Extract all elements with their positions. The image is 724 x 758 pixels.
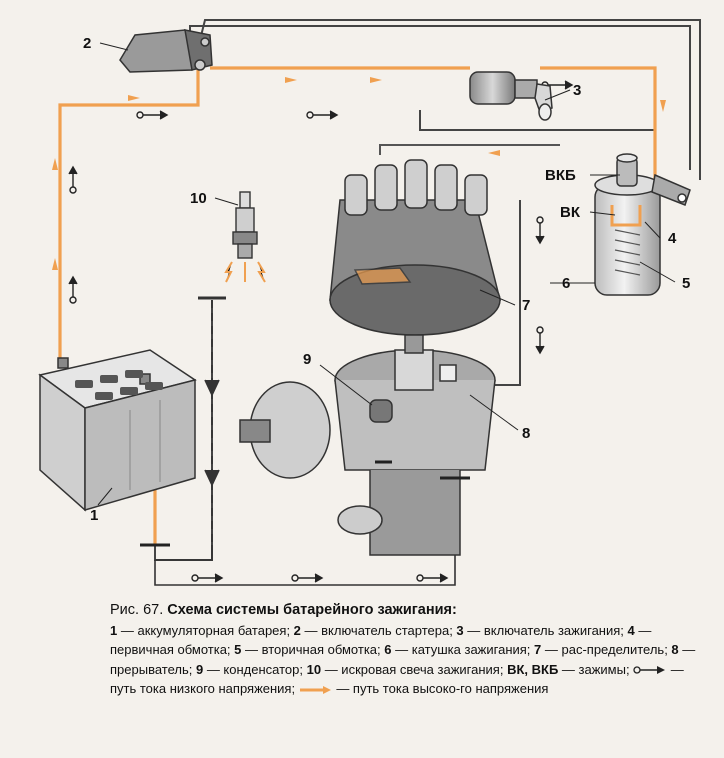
callout-3: 3 (573, 82, 581, 99)
distributor-cap (329, 159, 501, 336)
legend-item: — зажимы; (558, 661, 634, 677)
high-voltage-legend-icon (299, 685, 331, 694)
legend-item: — включатель стартера; (300, 622, 457, 638)
low-voltage-legend-icon (633, 666, 666, 675)
legend-item: — прерыватель; (110, 642, 696, 677)
starter-switch (119, 29, 213, 73)
spark-plug (224, 191, 266, 283)
legend-num: 4 (627, 622, 635, 638)
current-direction-arrows (52, 77, 666, 270)
callout-1: 1 (90, 507, 98, 524)
legend-item: — искровая свеча зажигания; (321, 661, 504, 677)
battery (38, 349, 197, 512)
callout-5: 5 (682, 275, 690, 292)
legend-item: — включатель зажигания; (463, 622, 624, 638)
figure-caption: Рис. 67. Схема системы батарейного зажиг… (110, 601, 710, 699)
legend-num: 9 (195, 661, 204, 677)
ground-symbols (140, 460, 470, 547)
caption-title: Рис. 67. Схема системы батарейного зажиг… (110, 601, 710, 621)
callout-10: 10 (190, 190, 207, 207)
callout-8: 8 (522, 425, 530, 442)
legend-num: 1 (110, 622, 118, 638)
legend-item: — вторичная обмотка; (241, 642, 385, 657)
distributor-body (239, 334, 496, 556)
low-voltage-arrows (68, 80, 574, 583)
callout-2: 2 (83, 35, 91, 52)
callout-6: 6 (562, 275, 570, 292)
callout-vk: ВК (560, 204, 581, 221)
callout-4: 4 (668, 230, 677, 247)
legend-item: — путь тока низкого напряжения; (110, 661, 684, 697)
callout-7: 7 (522, 297, 530, 314)
legend-text: 1 — аккумуляторная батарея; 2 — включате… (110, 621, 710, 699)
legend-num: 6 (384, 642, 392, 657)
legend-item: — аккумуляторная батарея; (117, 622, 294, 638)
legend-item: — рас-пределитель; (541, 642, 672, 657)
legend-num: 3 (456, 622, 464, 638)
legend-num: 10 (306, 661, 322, 677)
callout-leaders (97, 42, 676, 506)
legend-item: — конденсатор; (203, 661, 307, 677)
figure-title: Схема системы батарейного зажигания: (167, 602, 457, 618)
ignition-switch (469, 71, 553, 121)
legend-item: — первичная обмотка; (110, 622, 652, 658)
callout-vkb: ВКБ (545, 167, 576, 184)
legend-num: 2 (293, 622, 301, 638)
legend-num: 8 (671, 642, 679, 657)
figure-ref: Рис. 67. (110, 602, 164, 618)
ignition-coil (594, 153, 691, 296)
callout-9: 9 (303, 351, 311, 368)
legend-num: 5 (234, 642, 242, 657)
legend-num: ВК, ВКБ (507, 661, 559, 677)
legend-item: — катушка зажигания; (391, 642, 535, 657)
legend-num: 7 (534, 642, 542, 657)
legend-item: — путь тока высоко-го напряжения (332, 681, 549, 696)
ignition-system-diagram: 2 3 ВКБ ВК 4 5 6 7 8 9 10 1 (38, 19, 701, 586)
